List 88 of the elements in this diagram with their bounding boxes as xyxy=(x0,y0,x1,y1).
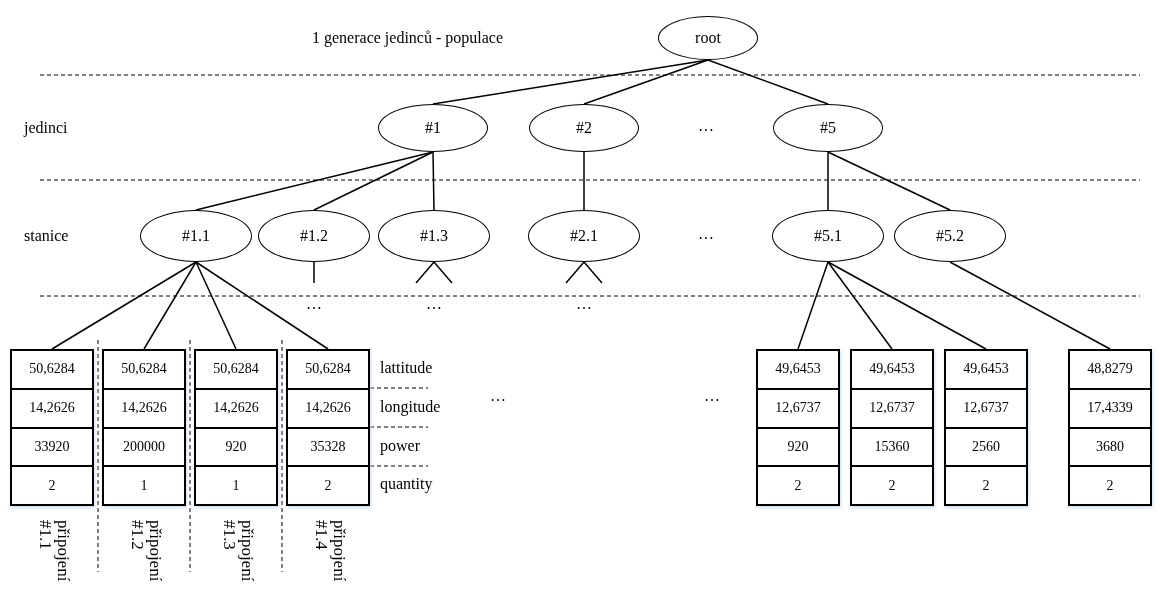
record-box xyxy=(756,349,840,506)
label-text: … xyxy=(698,224,714,244)
connector-line xyxy=(827,151,951,211)
connector-line xyxy=(827,261,987,350)
value-field: 200000 xyxy=(104,428,184,468)
connector-line xyxy=(432,151,435,211)
record-box xyxy=(286,349,370,506)
connector-line xyxy=(313,151,434,211)
connection-label: připojení #1.1 xyxy=(35,520,72,584)
record-box xyxy=(194,349,278,506)
value-field: 3680 xyxy=(1070,428,1150,468)
connector-line xyxy=(583,59,709,105)
tree-node-ellipse: #1.3 xyxy=(378,210,490,262)
value-field: 17,4339 xyxy=(1070,389,1150,429)
value-field: 1 xyxy=(104,467,184,504)
connector-line xyxy=(415,261,435,284)
value-field: 2 xyxy=(852,467,932,504)
value-field: 920 xyxy=(196,428,276,468)
connector-line xyxy=(797,261,829,350)
connector-line xyxy=(583,151,585,211)
record-box xyxy=(1068,349,1152,506)
connector-line xyxy=(827,261,893,350)
value-field: 50,6284 xyxy=(12,351,92,390)
value-field: 50,6284 xyxy=(196,351,276,390)
value-field: 48,8279 xyxy=(1070,351,1150,390)
label-text: … xyxy=(698,116,714,136)
value-field: 14,2626 xyxy=(288,389,368,429)
connector-line xyxy=(949,261,1111,350)
value-field: 50,6284 xyxy=(288,351,368,390)
value-field: 1 xyxy=(196,467,276,504)
label-text: stanice xyxy=(24,226,69,246)
connector-line xyxy=(195,261,329,350)
tree-node-ellipse: #5.1 xyxy=(772,210,884,262)
tree-node-ellipse: #1 xyxy=(378,104,488,152)
label-text: power xyxy=(380,436,420,456)
connector-line xyxy=(143,261,197,350)
value-field: 33920 xyxy=(12,428,92,468)
connector-line xyxy=(827,151,829,211)
label-text: … xyxy=(306,294,322,314)
connection-label: připojení #1.4 xyxy=(311,520,348,584)
record-box xyxy=(102,349,186,506)
connector-line xyxy=(195,261,237,350)
connector-line xyxy=(313,261,315,284)
tree-node-ellipse: root xyxy=(658,16,758,60)
value-field: 2 xyxy=(288,467,368,504)
value-field: 50,6284 xyxy=(104,351,184,390)
value-field: 14,2626 xyxy=(104,389,184,429)
value-field: 12,6737 xyxy=(852,389,932,429)
record-box xyxy=(944,349,1028,506)
label-text: quantity xyxy=(380,474,433,494)
value-field: 49,6453 xyxy=(946,351,1026,390)
tree-node-ellipse: #2 xyxy=(529,104,639,152)
value-field: 2 xyxy=(12,467,92,504)
connection-label: připojení #1.2 xyxy=(127,520,164,584)
connection-label: připojení #1.3 xyxy=(219,520,256,584)
value-field: 49,6453 xyxy=(852,351,932,390)
tree-node-ellipse: #5 xyxy=(773,104,883,152)
connector-line xyxy=(583,261,603,284)
value-field: 2 xyxy=(758,467,838,504)
value-field: 2560 xyxy=(946,428,1026,468)
value-field: 14,2626 xyxy=(196,389,276,429)
label-text: lattitude xyxy=(380,358,433,378)
connector-line xyxy=(707,59,829,105)
value-field: 15360 xyxy=(852,428,932,468)
tree-node-ellipse: #1.1 xyxy=(140,210,252,262)
value-field: 12,6737 xyxy=(758,389,838,429)
tree-node-ellipse: #5.2 xyxy=(894,210,1006,262)
connector-line xyxy=(565,261,585,284)
label-text: … xyxy=(490,386,506,406)
value-field: 35328 xyxy=(288,428,368,468)
label-text: longitude xyxy=(380,397,441,417)
label-text: jedinci xyxy=(24,118,68,138)
label-text: … xyxy=(576,294,592,314)
label-text: … xyxy=(426,294,442,314)
value-field: 2 xyxy=(946,467,1026,504)
value-field: 2 xyxy=(1070,467,1150,504)
connector-line xyxy=(51,261,197,350)
tree-node-ellipse: #1.2 xyxy=(258,210,370,262)
value-field: 920 xyxy=(758,428,838,468)
record-box xyxy=(850,349,934,506)
record-box xyxy=(10,349,94,506)
value-field: 49,6453 xyxy=(758,351,838,390)
label-text: 1 generace jedinců - populace xyxy=(312,28,503,48)
value-field: 12,6737 xyxy=(946,389,1026,429)
label-text: … xyxy=(704,386,720,406)
value-field: 14,2626 xyxy=(12,389,92,429)
tree-node-ellipse: #2.1 xyxy=(528,210,640,262)
connector-line xyxy=(433,261,453,284)
